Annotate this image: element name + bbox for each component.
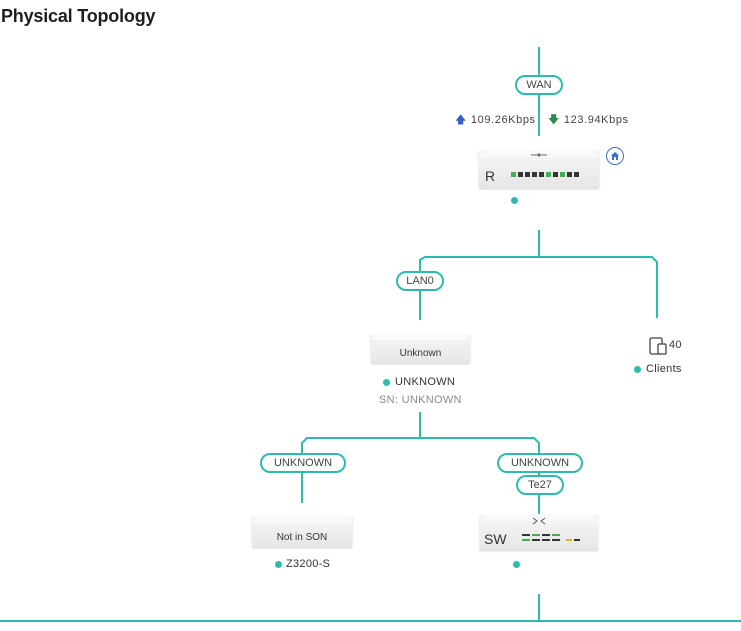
unknown-status-dot <box>383 379 390 386</box>
upload-rate: 🡅109.26Kbps <box>455 111 536 130</box>
lan-port-label[interactable]: LAN0 <box>396 271 444 291</box>
switch-ports-graphic <box>480 515 598 541</box>
router-label: R <box>485 168 496 184</box>
home-icon[interactable] <box>606 147 624 165</box>
arrow-up-icon: 🡅 <box>455 114 467 126</box>
left-status-dot <box>275 561 282 568</box>
device-icon[interactable] <box>649 337 667 360</box>
not-in-son-name: Not in SON <box>276 532 328 543</box>
clients-status-dot <box>634 366 641 373</box>
router-device[interactable]: R <box>479 150 599 188</box>
unknown-status: UNKNOWN <box>395 376 456 388</box>
arrow-down-icon: 🡇 <box>548 114 560 126</box>
left-port-label[interactable]: UNKNOWN <box>260 453 346 473</box>
unknown-device-name: Unknown <box>399 348 442 359</box>
page-title: Physical Topology <box>1 6 156 26</box>
not-in-son-device[interactable]: Not in SON <box>252 516 352 547</box>
right-uplink-label[interactable]: Te27 <box>516 475 564 495</box>
wan-port-label[interactable]: WAN <box>515 75 563 95</box>
left-model: Z3200-S <box>286 558 331 570</box>
switch-label: SW <box>484 531 507 547</box>
download-rate-value: 123.94Kbps <box>563 114 629 126</box>
unknown-device[interactable]: Unknown <box>371 334 470 363</box>
switch-device[interactable]: SW <box>480 515 598 550</box>
clients-count: 40 <box>669 339 682 351</box>
router-ports-graphic <box>479 150 599 177</box>
upload-rate-value: 109.26Kbps <box>470 114 536 126</box>
download-rate: 🡇123.94Kbps <box>548 111 629 130</box>
unknown-serial: SN: UNKNOWN <box>379 394 462 406</box>
clients-label[interactable]: Clients <box>646 363 682 375</box>
router-status-dot <box>511 197 518 204</box>
switch-status-dot <box>513 561 520 568</box>
right-port-label[interactable]: UNKNOWN <box>497 453 583 473</box>
